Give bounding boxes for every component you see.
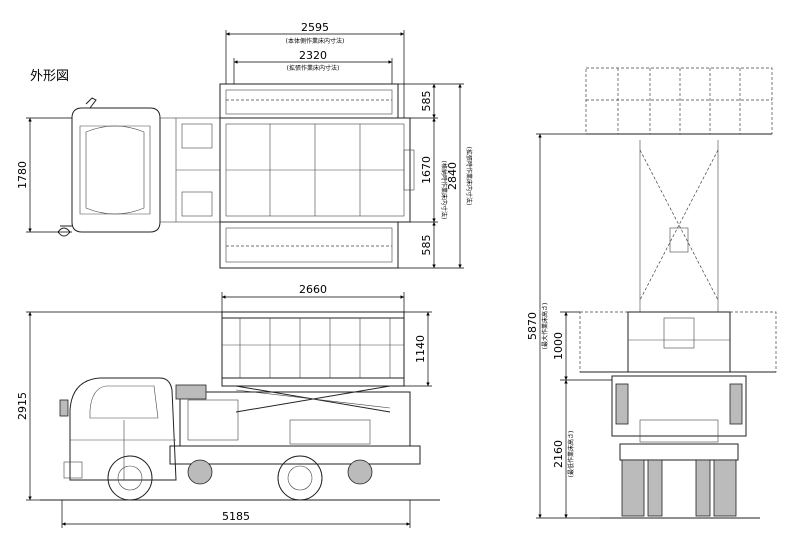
side-view-dimensions: 2660 1140 2915 5185 [16, 283, 432, 528]
dim-1670-note: (格納時作業床内寸法) [440, 161, 448, 220]
rear-view-dimensions: 5870 (最大作業床高さ) 1000 2160 (最低作業床高さ) [526, 133, 612, 519]
dim-2320-note: (拡張作業床内寸法) [287, 64, 340, 72]
dim-1000: 1000 [552, 332, 565, 360]
drawing-title: 外形図 [30, 69, 69, 84]
dim-1780: 1780 [16, 161, 29, 189]
dim-2160-note: (最低作業床高さ) [567, 431, 575, 478]
top-view-dimensions: 2595 (本体側作業床内寸法) 2320 (拡張作業床内寸法) 585 167… [16, 21, 473, 269]
dim-2660: 2660 [299, 283, 327, 296]
dim-1670: 1670 [420, 156, 433, 184]
top-view [57, 83, 415, 269]
dim-2595-note: (本体側作業床内寸法) [286, 37, 345, 45]
dim-2320: 2320 [299, 49, 327, 62]
dim-1140: 1140 [414, 335, 427, 363]
dim-2160: 2160 [552, 440, 565, 468]
rear-view [579, 67, 777, 519]
side-view [40, 311, 440, 501]
dim-5870-note: (最大作業床高さ) [541, 303, 549, 350]
dim-2595: 2595 [301, 21, 329, 34]
dim-5870: 5870 [526, 312, 539, 340]
dim-585-bottom: 585 [420, 235, 433, 256]
dim-2840-note: (拡張時作業床内寸法) [465, 147, 473, 206]
dim-5185: 5185 [222, 510, 250, 523]
dim-2915: 2915 [16, 392, 29, 420]
dim-585-top: 585 [420, 91, 433, 112]
dim-2840: 2840 [446, 162, 459, 190]
